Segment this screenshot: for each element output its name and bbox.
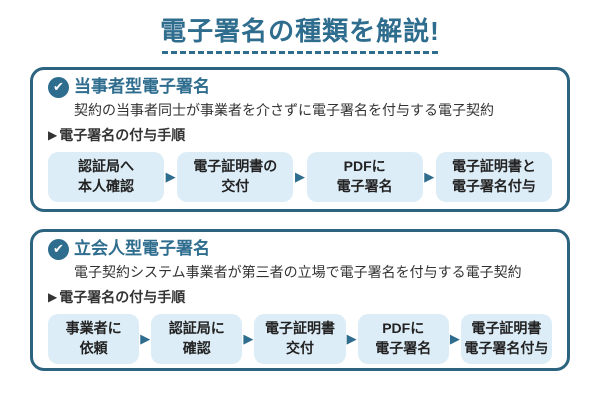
flow-step-line1: 認証局へ	[78, 158, 134, 175]
flow-step: 認証局へ 本人確認	[48, 151, 164, 202]
flow-step: PDFに 電子署名	[306, 151, 423, 202]
steps-label: 電子署名の付与手順	[59, 288, 186, 305]
flow-step-line1: 認証局に	[168, 320, 225, 337]
section-description: 契約の当事者同士が事業者を介さずに電子署名を付与する電子契約	[74, 101, 494, 118]
flow-step: 電子証明書 交付	[254, 313, 346, 364]
flow-step: 事業者に 依頼	[48, 313, 140, 364]
triangle-marker-icon: ▶	[48, 289, 58, 304]
check-circle-icon: ✔	[48, 238, 69, 260]
flow-step: 電子証明書の 交付	[177, 151, 294, 202]
flow-step-line2: 本人確認	[78, 177, 134, 194]
flow-step-line2: 依頼	[79, 339, 108, 356]
flow-arrow-icon: ▶	[140, 331, 151, 347]
flow-step: 電子証明書と 電子署名付与	[435, 151, 552, 202]
flow-step-line2: 電子署名	[375, 339, 432, 356]
check-circle-icon: ✔	[48, 76, 69, 98]
flow-arrow-icon: ▶	[294, 169, 305, 185]
steps-label: 電子署名の付与手順	[59, 126, 186, 143]
flow-arrow-icon: ▶	[449, 331, 460, 347]
steps-label-row: ▶ 電子署名の付与手順	[48, 125, 552, 145]
steps-label-row: ▶ 電子署名の付与手順	[48, 287, 552, 307]
flow-step-line1: 電子証明書と	[451, 158, 536, 175]
flow-step: PDFに 電子署名	[357, 313, 449, 364]
flow-arrow-icon: ▶	[424, 169, 435, 185]
flow-steps: 事業者に 依頼 ▶ 認証局に 確認 ▶ 電子証明書 交付 ▶ PDFに 電子署名…	[48, 313, 553, 364]
triangle-marker-icon: ▶	[48, 127, 58, 142]
flow-step-line2: 交付	[221, 177, 250, 194]
flow-step-line1: 電子証明書	[265, 320, 335, 337]
flow-step-line2: 交付	[286, 339, 314, 356]
section-heading-row: ✔ 当事者型電子署名	[48, 76, 552, 98]
flow-arrow-icon: ▶	[165, 169, 176, 185]
section-heading-row: ✔ 立会人型電子署名	[48, 238, 552, 260]
flow-step-line2: 電子署名付与	[464, 339, 549, 356]
flow-step-line2: 電子署名付与	[451, 177, 536, 194]
title-block: 電子署名の種類を解説!	[0, 0, 600, 54]
section-description: 電子契約システム事業者が第三者の立場で電子署名を付与する電子契約	[74, 263, 522, 280]
flow-steps: 認証局へ 本人確認 ▶ 電子証明書の 交付 ▶ PDFに 電子署名 ▶ 電子証明…	[48, 151, 552, 202]
section-heading: 立会人型電子署名	[74, 238, 210, 258]
flow-step: 認証局に 確認	[151, 313, 243, 364]
flow-step-line2: 電子署名	[336, 177, 393, 194]
flow-step-line1: PDFに	[382, 320, 425, 337]
section-party-type: ✔ 当事者型電子署名 契約の当事者同士が事業者を介さずに電子署名を付与する電子契…	[30, 66, 570, 212]
flow-step-line1: PDFに	[343, 158, 386, 175]
flow-step-line1: 電子証明書	[471, 320, 542, 337]
section-heading: 当事者型電子署名	[74, 76, 210, 96]
flow-step-line2: 確認	[182, 339, 211, 356]
flow-arrow-icon: ▶	[346, 331, 357, 347]
flow-step-line1: 事業者に	[65, 320, 122, 337]
page-title: 電子署名の種類を解説!	[160, 16, 440, 46]
flow-step-line1: 電子証明書の	[193, 158, 278, 175]
title-underline	[162, 50, 438, 54]
section-witness-type: ✔ 立会人型電子署名 電子契約システム事業者が第三者の立場で電子署名を付与する電…	[30, 228, 570, 371]
flow-step: 電子証明書 電子署名付与	[460, 313, 553, 364]
flow-arrow-icon: ▶	[243, 331, 254, 347]
